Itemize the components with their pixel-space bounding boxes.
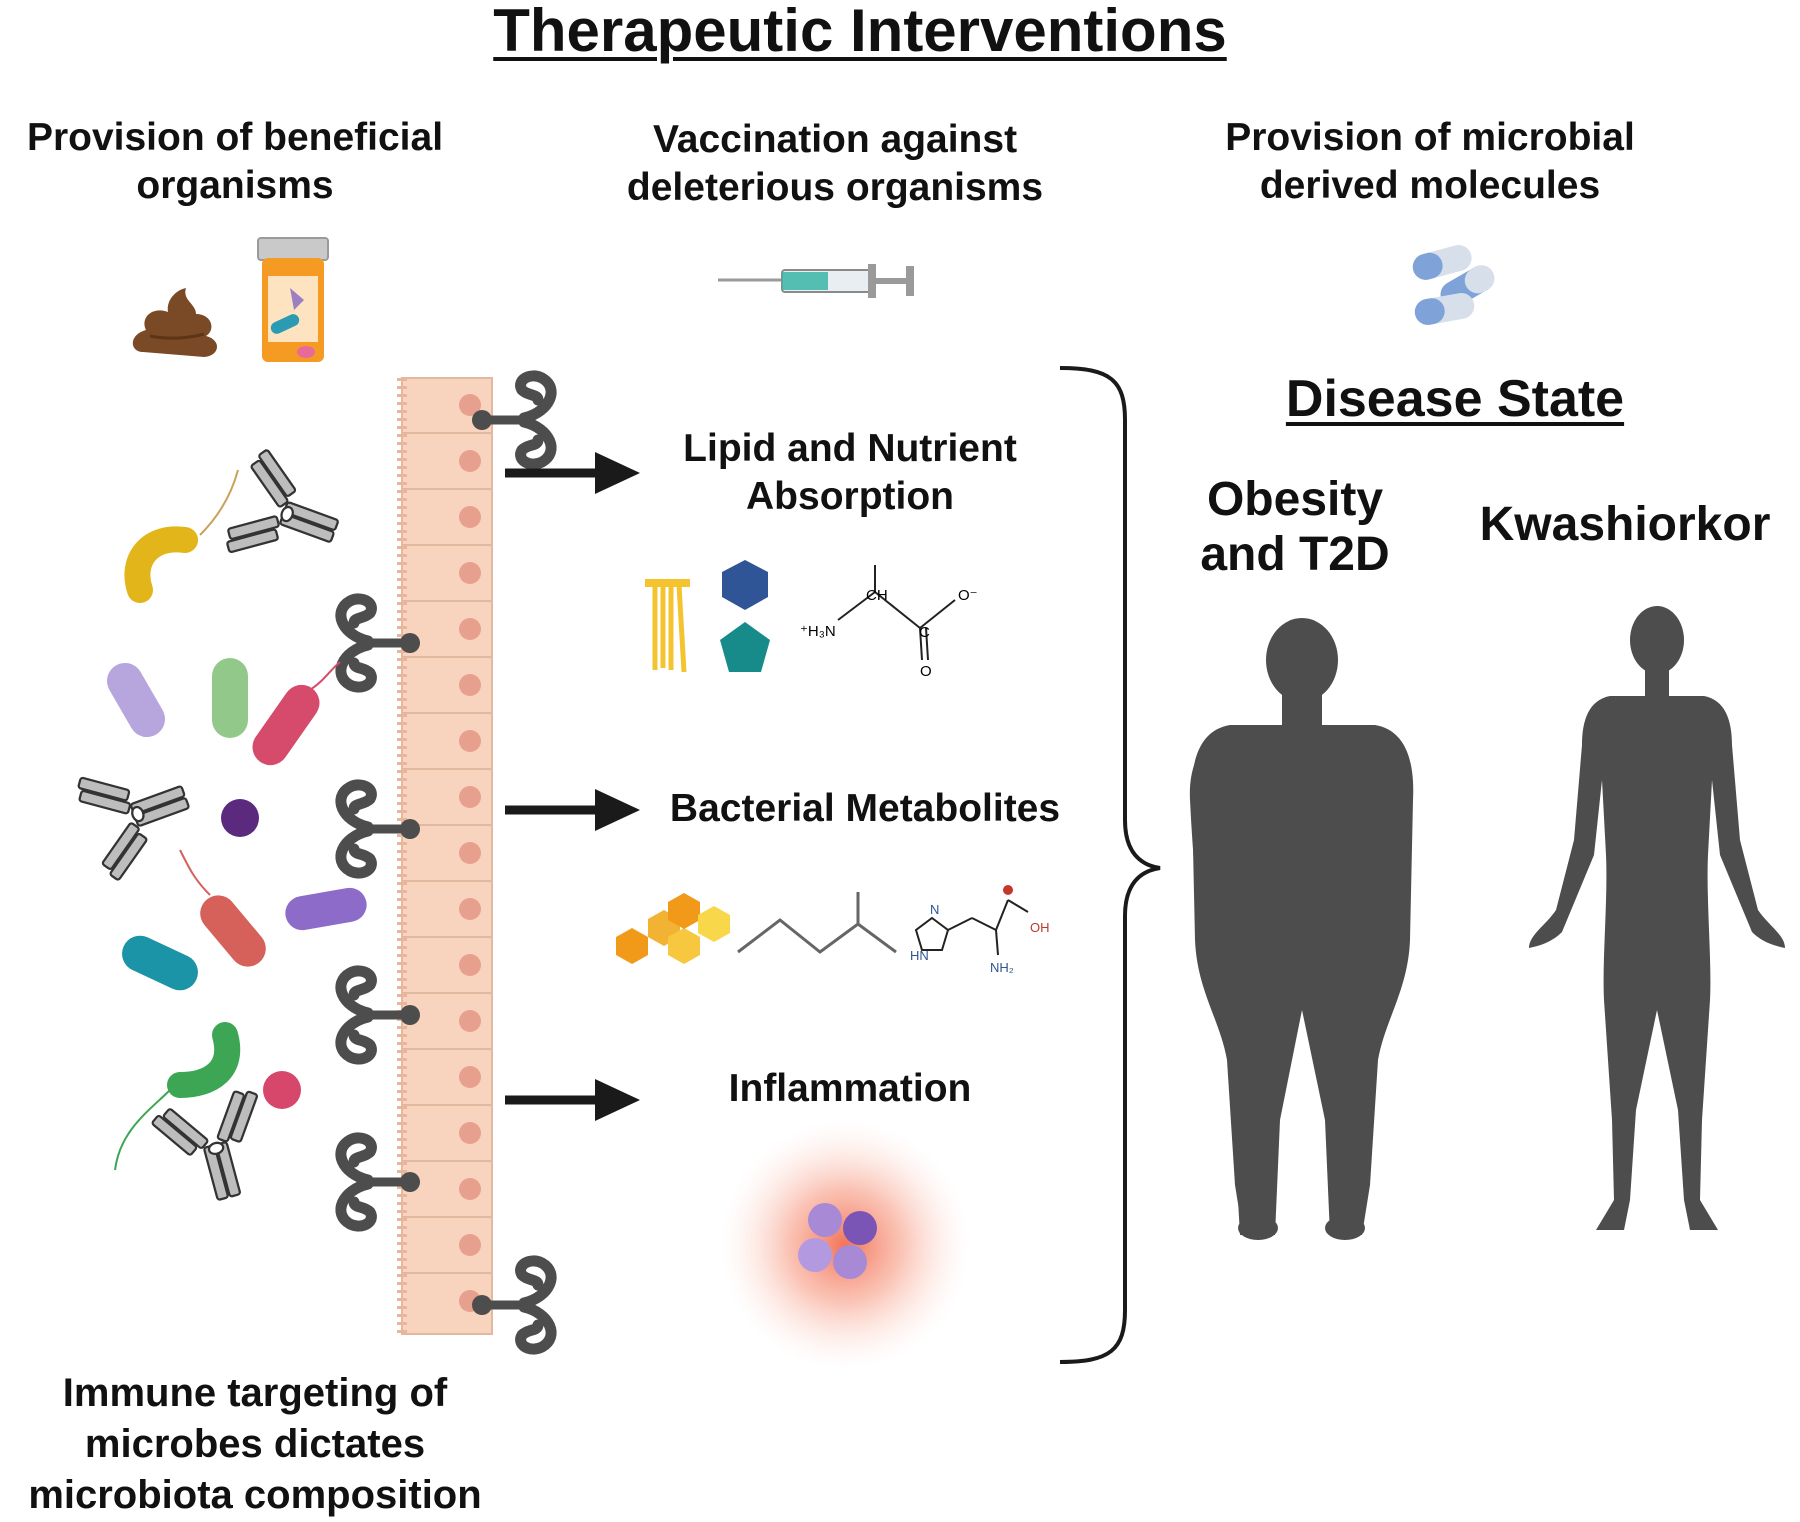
disease-state-heading: Disease State — [1285, 370, 1625, 428]
human-silhouette-icon — [1189, 618, 1414, 1240]
inflammation-icon — [720, 1120, 970, 1370]
amine-label: ⁺H₃N — [800, 623, 836, 640]
carbon-label: C — [919, 624, 930, 641]
antibody-icon — [70, 744, 206, 885]
caption-line: microbiota composition — [28, 1473, 482, 1518]
immune-targeting-caption: Immune targeting of microbes dictates mi… — [0, 1368, 510, 1522]
antibody-icon — [219, 444, 355, 585]
label-line: derived molecules — [1259, 163, 1601, 207]
arrow-icon — [505, 789, 640, 831]
arrow-icon — [505, 1079, 640, 1121]
bacteria-pink — [252, 661, 341, 766]
antibody-icon — [147, 1084, 283, 1213]
result-lipid-absorption-label: Lipid and Nutrient Absorption — [610, 425, 1090, 520]
hn-label: HN — [910, 948, 929, 963]
caption-line: Immune targeting of — [62, 1371, 448, 1415]
result-bacterial-metabolites-label: Bacterial Metabolites — [669, 787, 1061, 830]
nh2-label: NH₂ — [990, 960, 1014, 975]
pentagon-molecule-icon — [720, 622, 770, 672]
hexagon-molecule-icon — [722, 560, 768, 610]
oxygen-label: O — [920, 663, 932, 680]
brace-icon — [1059, 366, 1161, 1364]
syringe-icon — [718, 264, 914, 298]
fatty-acid-icon — [645, 579, 690, 673]
bacteria-teal — [122, 935, 198, 991]
label-line: Vaccination against — [652, 118, 1018, 161]
capsules-icon — [1412, 245, 1495, 325]
hexagon-chain-icon — [616, 893, 730, 964]
stool-icon — [132, 288, 218, 357]
bacteria-green-curved — [114, 1022, 241, 1171]
intervention-microbial-molecules-label: Provision of microbial derived molecules — [1160, 114, 1700, 209]
bacteria-purple — [285, 887, 367, 931]
label-line: Provision of microbial — [1225, 116, 1635, 159]
label-line: Absorption — [746, 474, 954, 518]
n-label: N — [930, 902, 939, 917]
bacteria-green — [212, 658, 248, 738]
human-silhouette-icon — [1529, 606, 1785, 1230]
pill-bottle-icon — [257, 237, 329, 362]
bacteria-yellow — [124, 469, 239, 603]
bacteria-red — [179, 849, 266, 967]
amino-acid-structure — [837, 565, 956, 661]
label-line: Obesity — [1206, 473, 1384, 526]
result-inflammation-label: Inflammation — [728, 1067, 972, 1110]
kwashiorkor-label: Kwashiorkor — [1479, 498, 1771, 551]
bacteria-lavender — [107, 662, 165, 738]
obesity-t2d-label: Obesity and T2D — [1155, 472, 1435, 582]
caption-line: microbes dictates — [84, 1422, 426, 1467]
carbonyl-oxygen-dot — [1003, 885, 1013, 895]
arrow-icon — [505, 452, 640, 494]
oh-label: OH — [1030, 920, 1050, 935]
intervention-vaccination-label: Vaccination against deleterious organism… — [560, 116, 1110, 211]
label-line: organisms — [136, 163, 334, 207]
ch-label: CH — [866, 587, 888, 604]
bacteria-pink-round — [263, 1071, 301, 1109]
intervention-beneficial-organisms-label: Provision of beneficial organisms — [0, 114, 470, 209]
oxygen-minus-label: O⁻ — [958, 587, 978, 604]
label-line: deleterious organisms — [626, 165, 1044, 209]
histidine-structure — [914, 899, 1029, 956]
label-line: Provision of beneficial — [26, 116, 444, 159]
label-line: and T2D — [1200, 528, 1390, 582]
bacteria-purple-round — [221, 799, 259, 837]
branched-chain-molecule — [737, 918, 897, 954]
figure-title: Therapeutic Interventions — [493, 0, 1227, 64]
intestinal-epithelium — [397, 377, 493, 1335]
label-line: Lipid and Nutrient — [683, 427, 1017, 470]
